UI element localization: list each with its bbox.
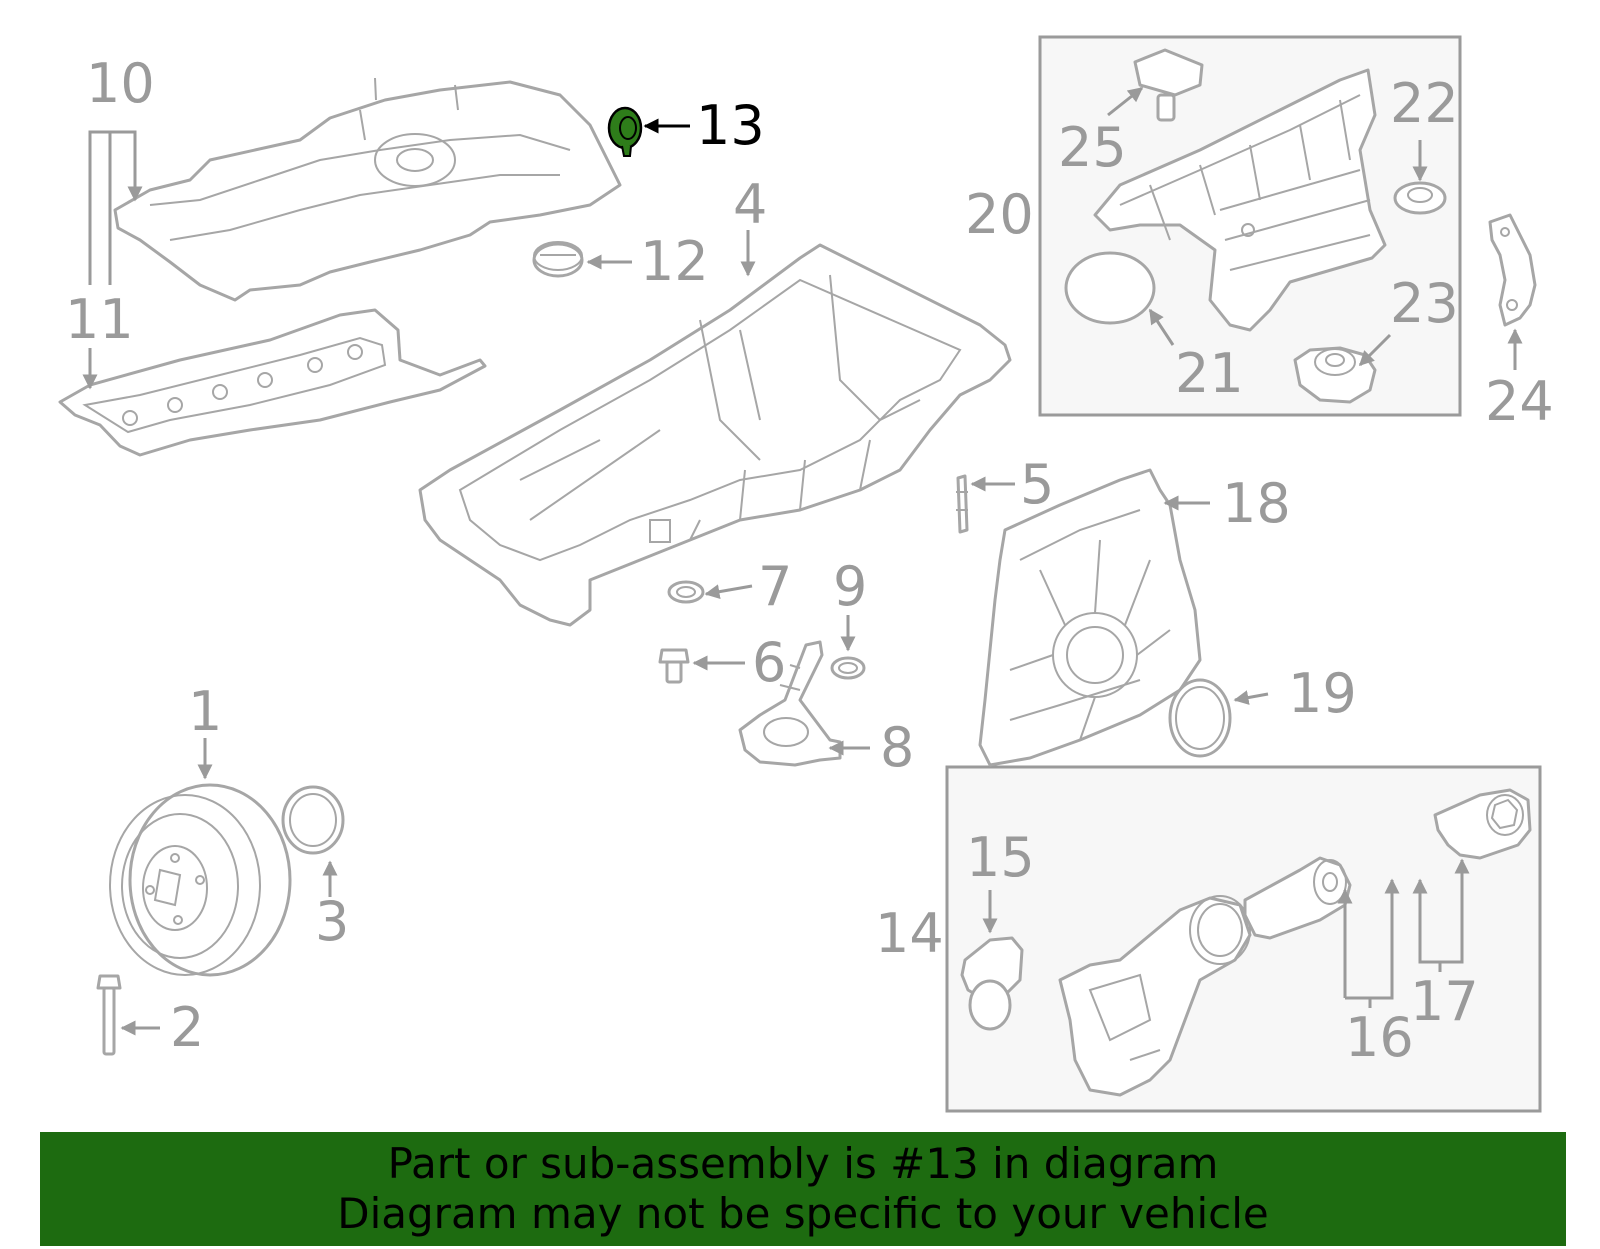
drain-washer-part[interactable] (667, 580, 705, 604)
callout-5: 5 (1020, 453, 1054, 516)
callout-18: 18 (1222, 472, 1291, 535)
boost-sensor-part[interactable] (1133, 48, 1204, 122)
leader-lines (82, 86, 1523, 1036)
rear-engine-cover-part[interactable] (978, 468, 1202, 767)
callout-17: 17 (1410, 970, 1479, 1033)
callout-23: 23 (1390, 272, 1459, 335)
callout-25: 25 (1058, 116, 1127, 179)
sensor-oring-part[interactable] (830, 656, 866, 680)
rear-main-seal-part[interactable] (1168, 678, 1232, 758)
callout-16: 16 (1345, 1006, 1414, 1069)
callout-2: 2 (170, 996, 204, 1059)
valve-cover-part[interactable] (113, 77, 622, 302)
dipstick-guide-part[interactable] (956, 474, 969, 534)
banner-line-disclaimer: Diagram may not be specific to your vehi… (337, 1189, 1269, 1238)
grommet-22-part[interactable] (1393, 181, 1447, 215)
pulley-bolt-part[interactable] (96, 974, 122, 1056)
oil-pan-part[interactable] (418, 243, 1012, 627)
callout-11: 11 (65, 288, 134, 351)
callout-8: 8 (880, 716, 914, 779)
callout-13: 13 (696, 94, 765, 157)
crank-pulley-part[interactable] (109, 783, 292, 977)
oil-filler-cap-part[interactable] (532, 241, 584, 278)
callout-4: 4 (733, 173, 767, 236)
intercooler-part[interactable] (1093, 68, 1387, 332)
callout-22: 22 (1390, 72, 1459, 135)
oil-level-sensor-part[interactable] (738, 640, 842, 767)
callout-15: 15 (966, 826, 1035, 889)
housing-gasket-15-part[interactable] (960, 936, 1024, 1031)
banner-line-part-number: Part or sub-assembly is #13 in diagram (387, 1139, 1219, 1188)
front-seal-part[interactable] (281, 785, 345, 855)
bracket-24-part[interactable] (1488, 213, 1537, 327)
callout-7: 7 (758, 555, 792, 618)
callout-numbers: 1 2 3 4 5 6 7 8 9 10 11 12 13 14 15 16 1… (65, 52, 1554, 1069)
callout-9: 9 (833, 555, 867, 618)
callout-24: 24 (1485, 370, 1554, 433)
callout-6: 6 (752, 631, 786, 694)
callout-12: 12 (640, 230, 709, 293)
callout-21: 21 (1175, 342, 1244, 405)
oil-filter-cap-part[interactable] (1433, 788, 1532, 860)
valve-cover-gasket-part[interactable] (58, 308, 487, 457)
oil-filter-housing-part[interactable] (1058, 895, 1252, 1097)
highlighted-part-13[interactable] (607, 106, 643, 157)
callout-19: 19 (1288, 662, 1357, 725)
callout-20: 20 (965, 183, 1034, 246)
intercooler-oring-part[interactable] (1064, 251, 1156, 325)
drain-plug-part[interactable] (658, 648, 690, 684)
callout-14: 14 (875, 902, 944, 965)
oil-filter-element-part[interactable] (1243, 856, 1352, 940)
info-banner: Part or sub-assembly is #13 in diagram D… (40, 1132, 1566, 1246)
callout-1: 1 (188, 680, 222, 743)
callout-3: 3 (315, 890, 349, 953)
mount-23-part[interactable] (1293, 346, 1377, 404)
callout-10: 10 (86, 52, 155, 115)
